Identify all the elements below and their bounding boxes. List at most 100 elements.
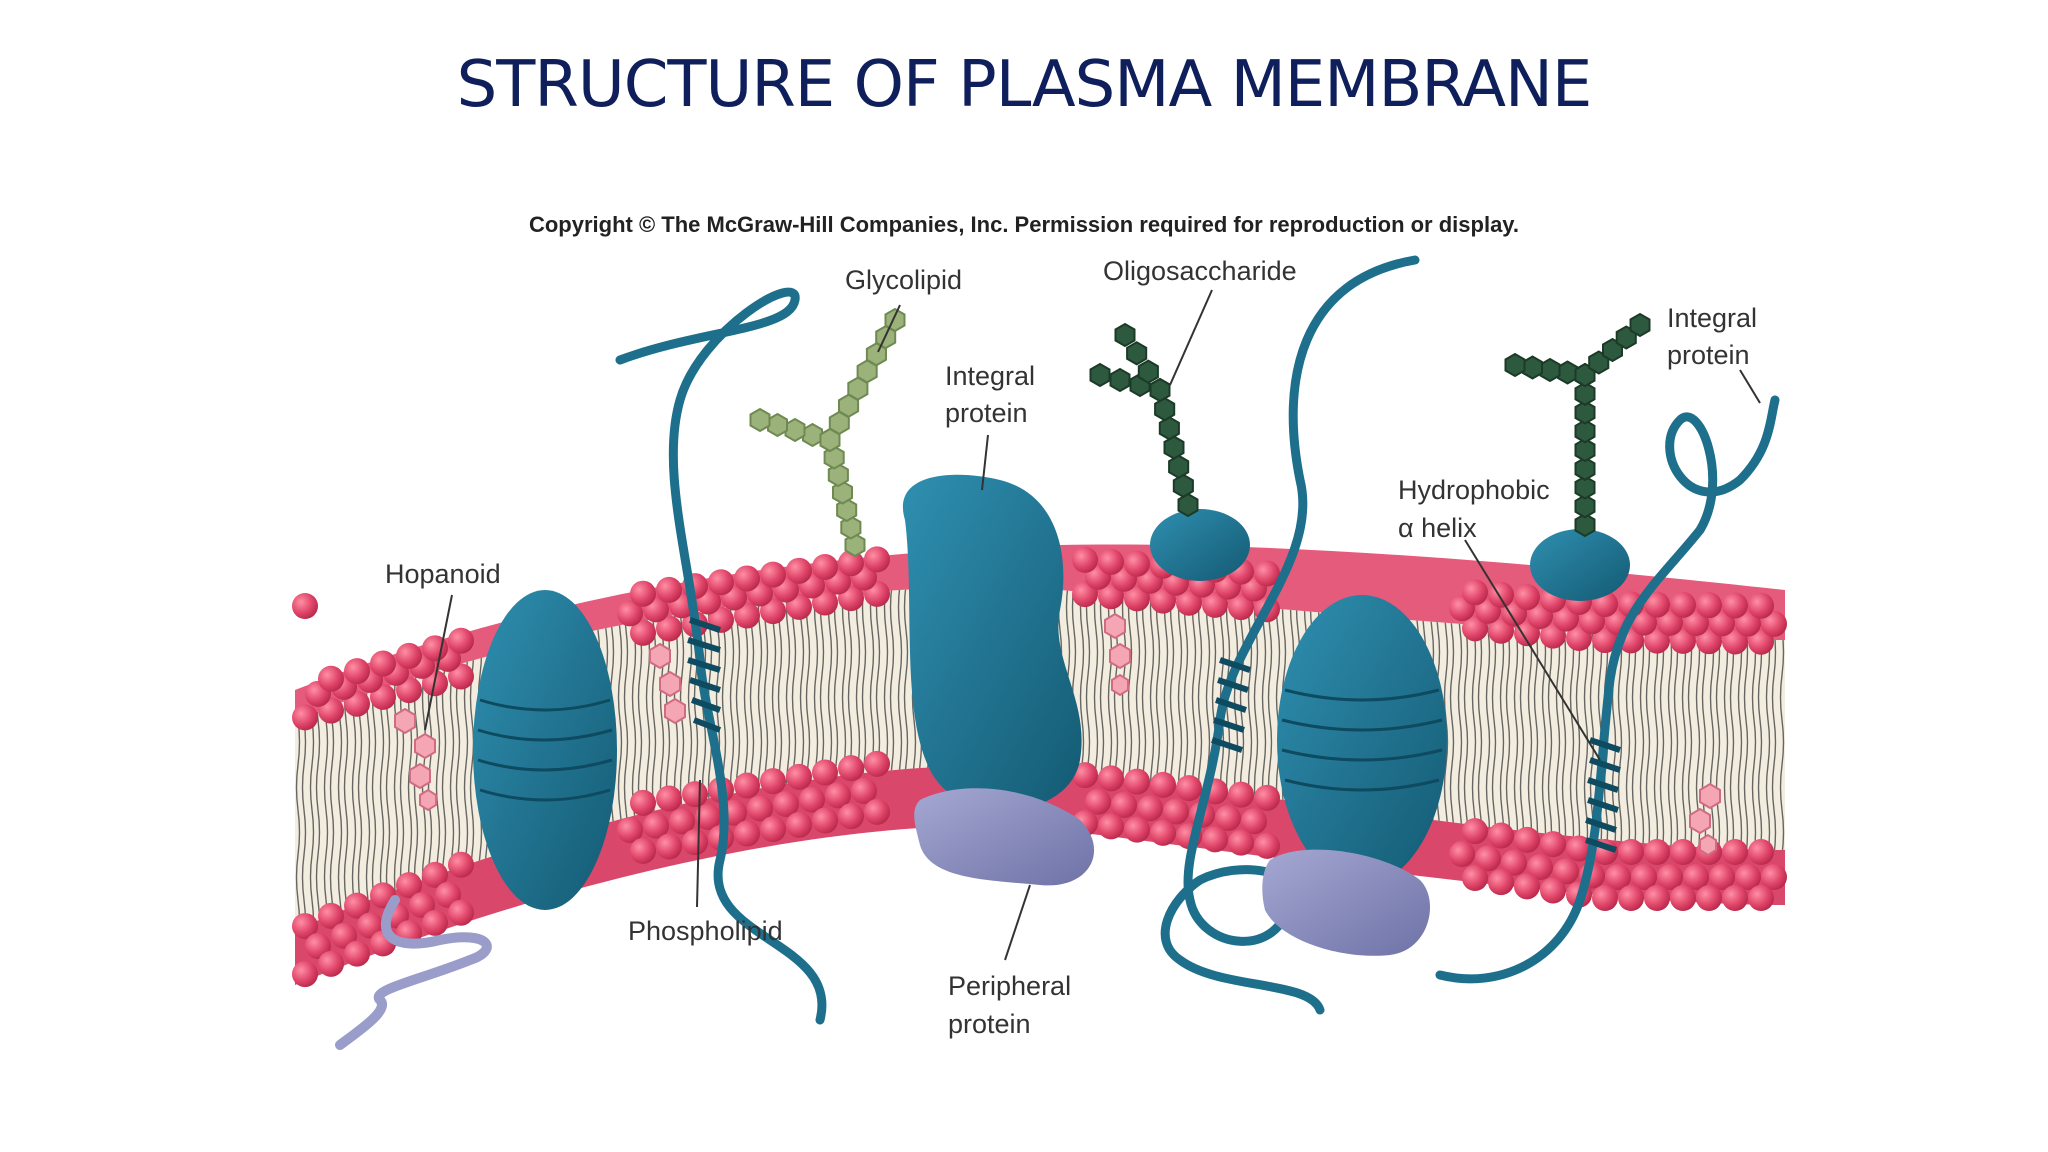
phospholipid-head <box>318 950 344 977</box>
sugar-unit <box>802 422 823 448</box>
sugar-unit <box>844 532 866 558</box>
phospholipid-head <box>1176 775 1202 802</box>
phospholipid-head <box>1449 841 1475 867</box>
phospholipid-head <box>1228 829 1254 856</box>
phospholipid-head <box>760 768 786 795</box>
phospholipid-head <box>864 546 890 573</box>
glycolipid-leader <box>877 304 901 353</box>
barrel-protein-right <box>1277 595 1447 885</box>
phospholipid-head <box>734 820 760 847</box>
sugar-unit <box>1504 352 1526 378</box>
hydrophobic-helix-label-line2: α helix <box>1398 513 1477 543</box>
phospholipid-head <box>1709 610 1735 637</box>
phospholipid-head <box>838 550 864 577</box>
phospholipid-label: Phospholipid <box>628 916 783 946</box>
sugar-unit <box>832 480 853 505</box>
phospholipid-head <box>1748 839 1774 865</box>
phospholipid-head <box>331 922 357 949</box>
phospholipid-head <box>734 772 760 799</box>
sugar-unit <box>784 417 806 443</box>
hydrophobic-helix-leader <box>1464 539 1601 761</box>
phospholipid-head <box>292 961 318 988</box>
phospholipid-head <box>1254 560 1280 587</box>
phospholipid-head <box>656 615 682 642</box>
phospholipid-head <box>1098 765 1124 792</box>
phospholipid-head <box>1722 592 1748 619</box>
barrel-protein-left <box>473 590 617 910</box>
sugar-unit <box>1154 397 1176 422</box>
sugar-unit <box>1137 359 1159 384</box>
sugar-unit <box>1114 322 1136 348</box>
phospholipid-head <box>1527 854 1553 880</box>
sugar-unit <box>1158 416 1180 441</box>
phospholipid-head <box>812 759 838 786</box>
integral-protein-center <box>902 474 1082 811</box>
phospholipid-head <box>1475 845 1501 872</box>
phospholipid-head <box>1592 627 1618 654</box>
phospholipid-head <box>1748 592 1774 619</box>
sugar-unit <box>827 462 849 488</box>
integral-protein-right-leader <box>1739 369 1761 404</box>
phospholipid-head <box>1683 610 1709 637</box>
hopanoid-leader <box>424 594 453 731</box>
phospholipid-head <box>617 817 643 843</box>
phospholipid-head <box>370 650 396 677</box>
transmembrane-helix-right <box>1435 395 1780 984</box>
outer-phospholipid-heads <box>292 546 1787 731</box>
sugar-unit <box>1574 381 1596 406</box>
phospholipid-head <box>1657 609 1683 636</box>
phospholipid-head <box>344 892 370 919</box>
phospholipid-head <box>422 861 448 888</box>
phospholipid-head <box>851 778 877 804</box>
phospholipid-head <box>1241 808 1267 835</box>
sugar-unit <box>823 445 845 470</box>
phospholipid-head <box>1696 885 1722 911</box>
phospholipid-head <box>1748 885 1774 911</box>
phospholipid-head <box>747 795 773 822</box>
phospholipid-leader <box>696 779 701 908</box>
phospholipid-head <box>448 627 474 654</box>
phospholipid-head <box>1670 591 1696 618</box>
phospholipid-head <box>1124 816 1150 843</box>
phospholipid-head <box>630 580 656 607</box>
sugar-unit <box>1574 475 1596 500</box>
sugar-unit <box>1574 456 1596 481</box>
phospholipid-head <box>1254 784 1280 811</box>
phospholipid-head <box>1462 865 1488 891</box>
oligosaccharide-protein-cap <box>1150 509 1250 581</box>
phospholipid-head <box>1735 610 1761 637</box>
phospholipid-head <box>1722 628 1748 655</box>
phospholipid-head <box>396 872 422 899</box>
peripheral-protein-center <box>914 788 1095 886</box>
sugar-unit <box>1574 494 1596 519</box>
phospholipid-head <box>1254 832 1280 859</box>
phospholipid-head <box>1215 805 1241 831</box>
phospholipid-head <box>630 789 656 816</box>
phospholipid-head <box>435 881 461 908</box>
phospholipid-head <box>734 602 760 629</box>
sugar-unit <box>840 515 862 540</box>
phospholipid-head <box>1540 877 1566 904</box>
phospholipid-head <box>1696 628 1722 655</box>
phospholipid-head <box>1488 869 1514 896</box>
phospholipid-head <box>643 812 669 839</box>
copyright-notice: Copyright © The McGraw-Hill Companies, I… <box>528 212 1520 237</box>
phospholipid-head <box>669 808 695 835</box>
peripheral-strand-left <box>335 895 492 1050</box>
oligosaccharide-leader <box>1169 289 1213 386</box>
phospholipid-head <box>1202 591 1228 618</box>
peripheral-protein-label-line2: protein <box>948 1009 1031 1039</box>
phospholipid-head <box>734 565 760 592</box>
phospholipid-head <box>812 807 838 834</box>
phospholipid-head <box>1150 819 1176 846</box>
phospholipid-head <box>1098 813 1124 840</box>
phospholipid-head <box>1501 849 1527 876</box>
phospholipid-head <box>357 912 383 939</box>
slide-title: STRUCTURE OF PLASMA MEMBRANE <box>456 48 1593 122</box>
phospholipid-head <box>1488 822 1514 849</box>
sugar-unit <box>1168 454 1190 479</box>
integral-protein-right-label-line2: protein <box>1667 340 1750 370</box>
integral-protein-center-label-line2: protein <box>945 398 1028 428</box>
phospholipid-head <box>838 755 864 782</box>
phospholipid-head <box>1228 594 1254 621</box>
